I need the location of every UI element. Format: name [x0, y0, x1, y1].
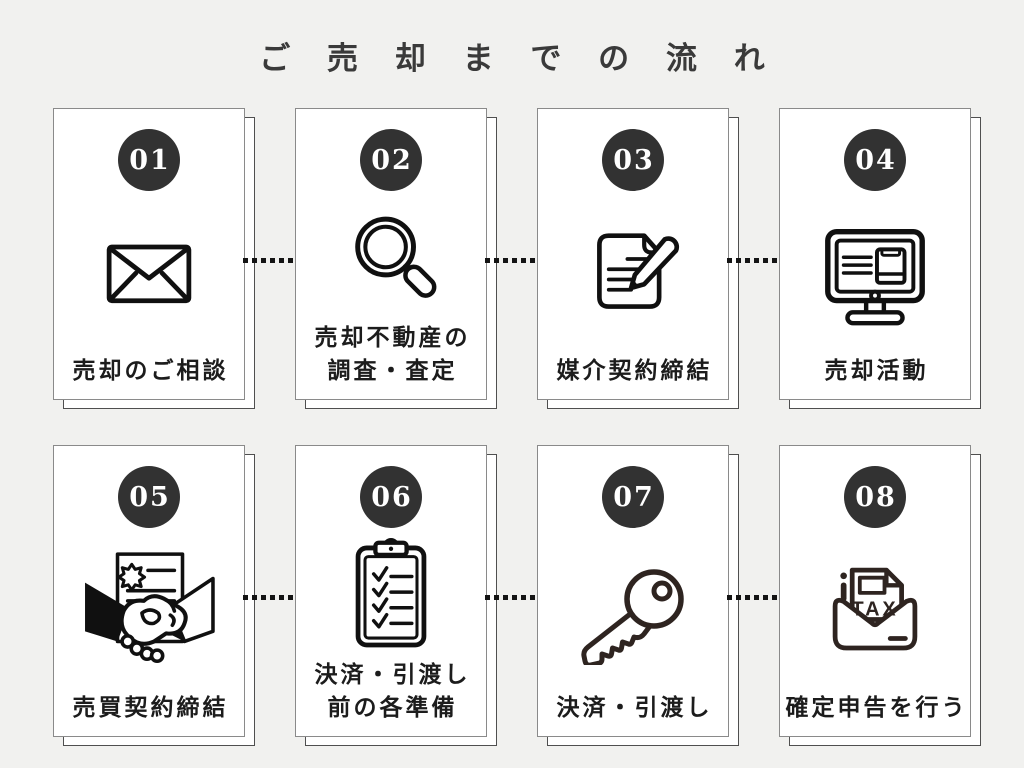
step-card-03: 03 媒介契約締結 [537, 108, 739, 409]
dotted-connector [727, 258, 781, 263]
step-card-08: 08 TAX 確定申告を行う [779, 445, 981, 746]
key-icon [581, 568, 684, 665]
contract-pen-icon [597, 232, 680, 309]
step-label: 売買契約締結 [72, 694, 229, 721]
monitor-icon [825, 228, 925, 325]
step-number-badge: 08 [844, 466, 906, 528]
step-card-04: 04 [779, 108, 981, 409]
step-number-badge: 04 [844, 129, 906, 191]
dotted-connector [243, 258, 297, 263]
step-label: 売却のご相談 [72, 357, 229, 384]
step-card-06: 06 [295, 445, 497, 746]
step-number: 02 [371, 144, 413, 176]
checklist-icon [355, 537, 427, 648]
step-number: 04 [855, 144, 897, 176]
step-number-badge: 07 [602, 466, 664, 528]
step-label: 決済・引渡し 前の各準備 [314, 661, 471, 721]
step-label: 決済・引渡し [556, 694, 713, 721]
tax-label: TAX [852, 598, 899, 620]
step-number-badge: 05 [118, 466, 180, 528]
step-number-badge: 02 [360, 129, 422, 191]
page-title: ご 売 却 ま で の 流 れ [259, 41, 778, 77]
steps-row-1: 01 売却のご相談 [0, 108, 1024, 409]
dotted-connector [485, 258, 539, 263]
step-number: 03 [613, 144, 655, 176]
step-card-01: 01 売却のご相談 [53, 108, 255, 409]
dotted-connector [243, 595, 297, 600]
steps-row-2: 05 [0, 445, 1024, 746]
step-number: 05 [129, 481, 171, 513]
dotted-connector [727, 595, 781, 600]
handshake-icon [85, 551, 215, 663]
step-number: 07 [613, 481, 655, 513]
tax-envelope-icon: TAX [832, 567, 918, 650]
envelope-icon [106, 244, 192, 303]
step-label: 確定申告を行う [785, 694, 968, 721]
step-label: 売却活動 [824, 357, 929, 384]
step-number-badge: 01 [118, 129, 180, 191]
step-number-badge: 03 [602, 129, 664, 191]
step-number: 01 [129, 144, 171, 176]
step-number: 06 [371, 481, 413, 513]
magnifier-icon [355, 216, 437, 298]
steps-grid: 01 売却のご相談 [0, 108, 1024, 746]
step-card-07: 07 決済・引渡し [537, 445, 739, 746]
step-number: 08 [855, 481, 897, 513]
step-label: 媒介契約締結 [556, 357, 713, 384]
step-card-02: 02 売却不動産の 調査・査定 [295, 108, 497, 409]
step-card-05: 05 [53, 445, 255, 746]
step-number-badge: 06 [360, 466, 422, 528]
dotted-connector [485, 595, 539, 600]
step-label: 売却不動産の 調査・査定 [314, 324, 471, 384]
